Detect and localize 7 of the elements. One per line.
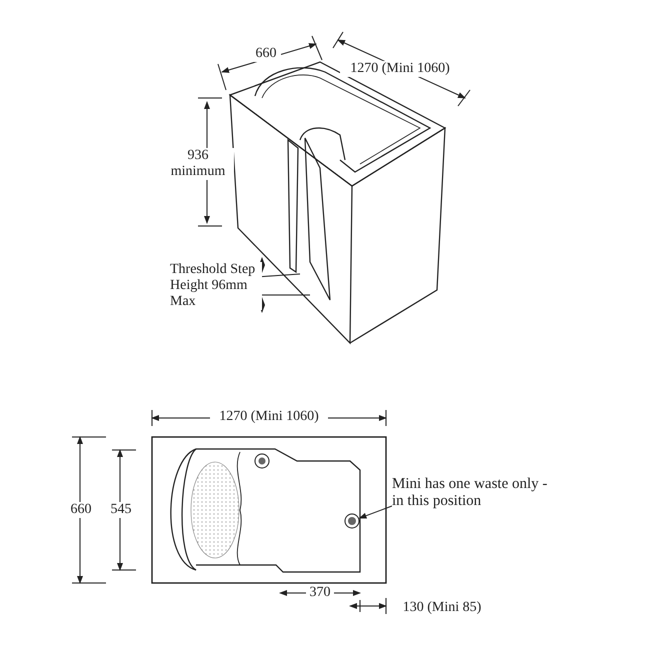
- dimension-label: 545: [108, 502, 134, 518]
- waste-outlet-icon: [344, 513, 360, 529]
- dimension-label: 660: [68, 502, 94, 518]
- dimension-label: Threshold Step Height 96mm Max: [170, 262, 262, 310]
- dimension-label: 660: [251, 46, 281, 62]
- dimension-label: 1270 (Mini 1060): [210, 409, 328, 425]
- leader-line: [358, 506, 392, 519]
